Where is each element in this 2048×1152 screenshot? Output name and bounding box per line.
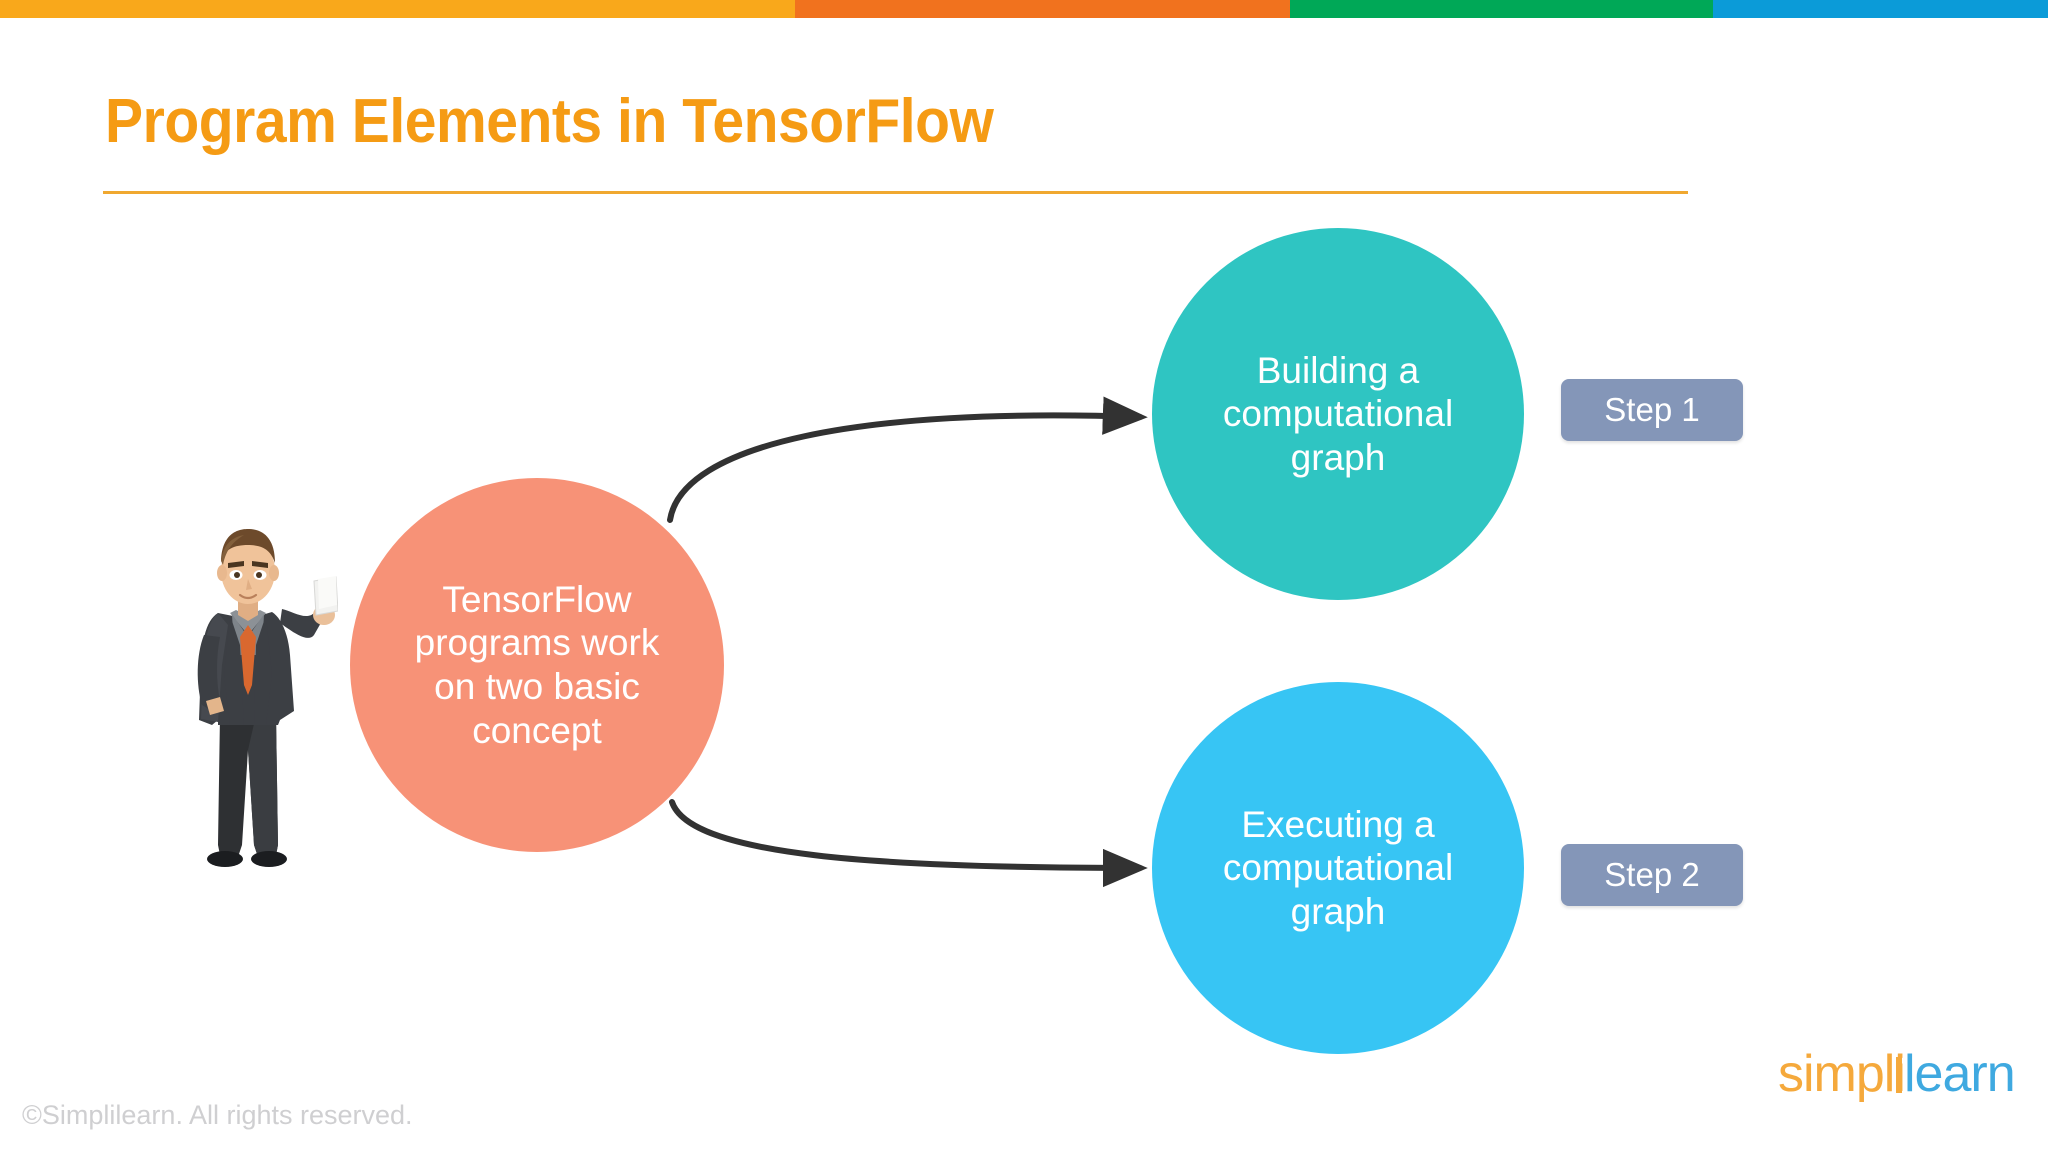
topbar-segment-yellow bbox=[0, 0, 795, 18]
node-source-label: TensorFlow programs work on two basic co… bbox=[414, 578, 660, 751]
badge-step-2[interactable]: Step 2 bbox=[1561, 844, 1743, 906]
copyright-text: ©Simplilearn. All rights reserved. bbox=[22, 1100, 413, 1130]
top-color-bar bbox=[0, 0, 2048, 18]
arrow-to-step2 bbox=[669, 799, 1148, 888]
node-step2-circle[interactable]: Executing a computational graph bbox=[1152, 682, 1524, 1054]
title-divider bbox=[103, 191, 1688, 194]
logo-i-bar bbox=[1896, 1057, 1902, 1093]
arrow-to-step1 bbox=[667, 396, 1148, 523]
topbar-segment-green bbox=[1290, 0, 1713, 18]
node-step2-label: Executing a computational graph bbox=[1222, 803, 1454, 932]
page-title: Program Elements in TensorFlow bbox=[105, 87, 994, 156]
topbar-segment-orange bbox=[795, 0, 1290, 18]
businessman-presenting-icon bbox=[197, 529, 338, 867]
logo-text-simpli: simpli bbox=[1778, 1045, 1905, 1103]
node-step1-label: Building a computational graph bbox=[1222, 349, 1454, 478]
node-source-circle[interactable]: TensorFlow programs work on two basic co… bbox=[350, 478, 724, 852]
simplilearn-logo: simpli learn bbox=[1778, 1045, 2016, 1103]
logo-text-learn: learn bbox=[1904, 1045, 2015, 1103]
node-step1-circle[interactable]: Building a computational graph bbox=[1152, 228, 1524, 600]
badge-step-1[interactable]: Step 1 bbox=[1561, 379, 1743, 441]
topbar-segment-blue bbox=[1713, 0, 2048, 18]
